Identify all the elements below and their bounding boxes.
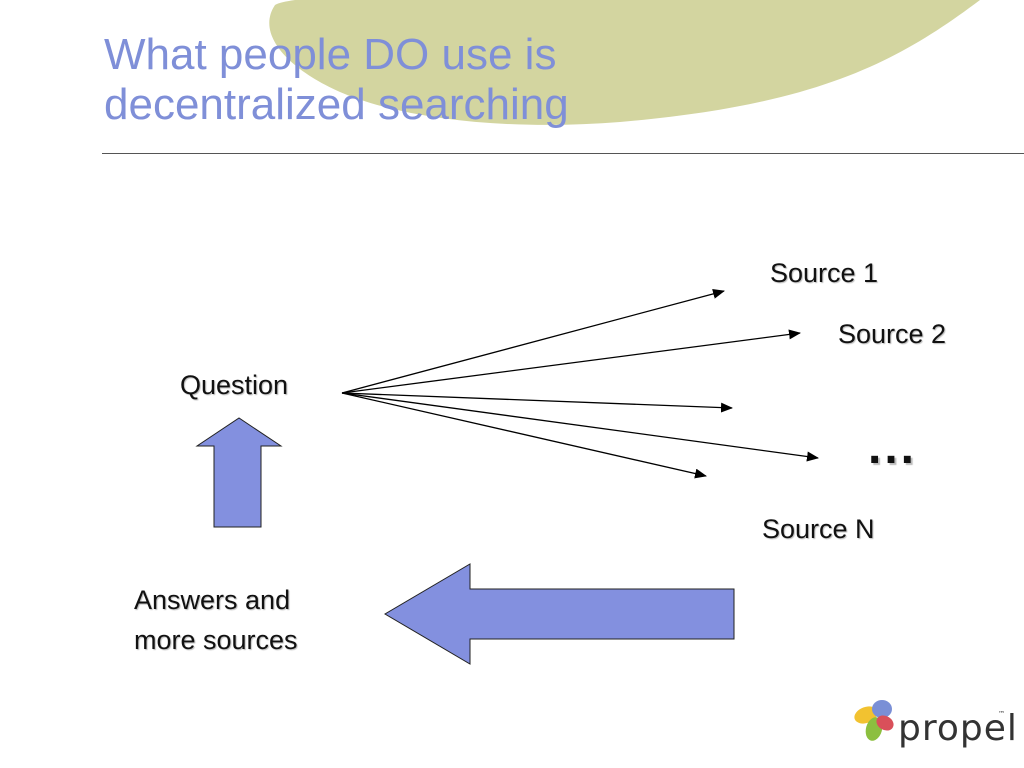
slide-title: What people DO use is decentralized sear…	[104, 30, 569, 130]
up-block-arrow	[195, 417, 283, 528]
arrow-to-source-n	[341, 392, 707, 479]
answers-label: Answers and more sources	[134, 580, 298, 660]
propel-logo-wordmark: propel	[898, 708, 1018, 749]
left-block-arrow	[384, 563, 735, 665]
source-n-label: Source N	[762, 514, 875, 544]
more-sources-ellipsis: ...	[868, 421, 918, 474]
arrow-to-source-2	[341, 329, 801, 394]
arrow-to-source-1	[341, 289, 725, 394]
answers-label-line-1: Answers and	[134, 585, 291, 615]
arrow-to-source-middle	[341, 392, 733, 413]
source-1-label: Source 1	[770, 258, 879, 288]
answers-label-line-2: more sources	[134, 625, 298, 655]
decorative-background-shape	[269, 0, 980, 125]
source-2-label: Source 2	[838, 319, 947, 349]
question-label: Question	[180, 370, 289, 400]
trademark-symbol: ™	[998, 710, 1005, 718]
arrow-to-source-ellipsis	[341, 392, 819, 462]
title-divider	[102, 153, 1024, 154]
propel-logo-mark	[854, 700, 894, 741]
slide-title-line-1: What people DO use is	[104, 30, 557, 79]
slide-title-line-2: decentralized searching	[104, 80, 569, 129]
